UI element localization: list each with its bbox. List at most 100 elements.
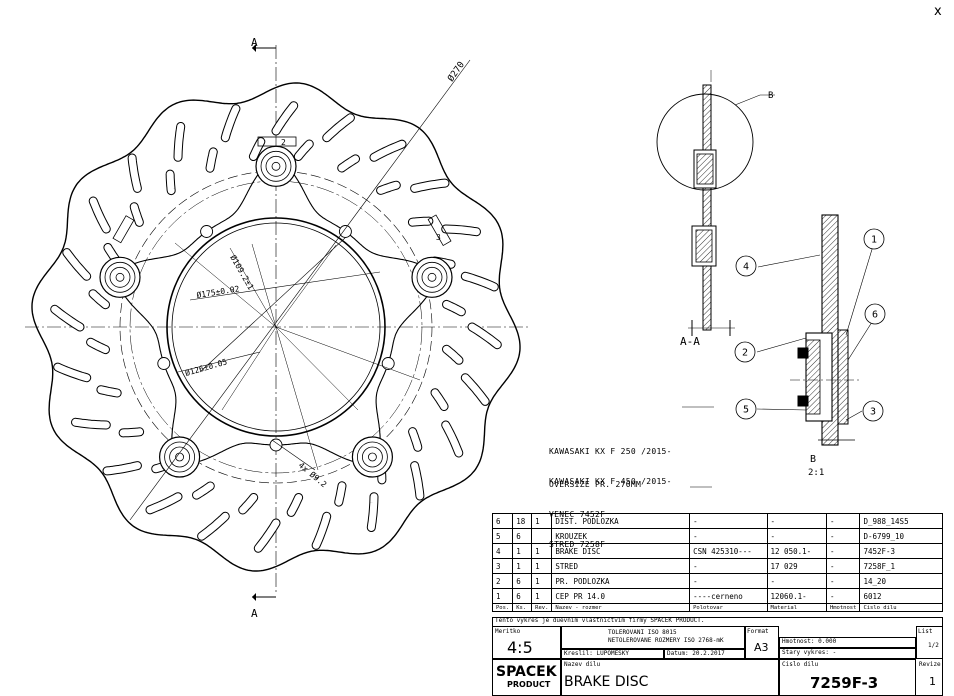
- mounting-hole: [381, 357, 395, 370]
- mounting-hole: [157, 357, 171, 370]
- bom-cell: 1: [512, 543, 533, 559]
- bom-cell: 1: [531, 588, 553, 604]
- section-view: [656, 70, 775, 336]
- balloon-label: 4: [743, 262, 749, 273]
- disc-slot: [338, 155, 359, 172]
- bom-cell: -: [766, 528, 827, 544]
- bom-cell: -: [825, 528, 861, 544]
- mounting-hole: [200, 225, 214, 238]
- drawn-by-cell: [561, 649, 664, 659]
- revision-label: Revize: [919, 661, 941, 668]
- disc-slot: [130, 203, 143, 226]
- bom-cell: 6: [512, 528, 533, 544]
- disc-slot: [254, 519, 280, 552]
- balloon-label: 5: [743, 405, 749, 416]
- company-subname: PRODUCT: [507, 680, 551, 689]
- header-qty: Ks.: [512, 603, 533, 612]
- bom-cell: BRAKE DISC: [551, 543, 691, 559]
- bom-cell: -: [825, 513, 861, 529]
- balloon-circle: [863, 228, 885, 250]
- date: Datum: 20.2.2017: [667, 650, 725, 657]
- disc-slot: [146, 493, 182, 514]
- balloon-circle: [864, 303, 886, 325]
- bom-cell: 6: [512, 588, 533, 604]
- sheet-value: 1/2: [928, 642, 939, 649]
- part-name: BRAKE DISC: [564, 674, 649, 690]
- bom-cell: 5: [491, 528, 514, 544]
- disc-slot: [174, 123, 185, 161]
- sheet-cell: [916, 626, 943, 659]
- bom-cell: -: [825, 558, 861, 574]
- bom-cell: -: [766, 573, 827, 589]
- drawn-by: Kreslil: LUPOMESKY: [564, 650, 630, 657]
- disc-slot: [431, 389, 448, 410]
- header-blank: Polotovar: [689, 603, 768, 612]
- scale-label: Meritko: [495, 628, 521, 635]
- float-button: [367, 452, 377, 462]
- bom-cell: -: [825, 543, 861, 559]
- header-material: Material: [766, 603, 827, 612]
- float-button: [271, 161, 281, 171]
- disc-slot: [370, 140, 406, 161]
- disc-slot: [97, 386, 121, 397]
- disc-slot: [166, 170, 175, 195]
- detail-ref-b: B: [768, 91, 773, 101]
- tolerance-2: NETOLEROVANE ROZMERY ISO 2768-mK: [608, 637, 724, 644]
- bom-header: Pos. Ks. Rev. Nazev - rozmer Polotovar M…: [491, 603, 943, 612]
- balloon-label: 1: [871, 235, 877, 246]
- disc-slot: [461, 272, 498, 291]
- header-name: Nazev - rozmer: [551, 603, 691, 612]
- disc-slot: [103, 462, 141, 475]
- bom-cell: 7258F_1: [859, 558, 943, 574]
- bom-cell: -: [825, 588, 861, 604]
- bom-cell: 2: [491, 573, 514, 589]
- tolerance-1: TOLEROVANI ISO 8015: [608, 629, 677, 636]
- header-rev: Rev.: [531, 603, 553, 612]
- disc-slot: [63, 249, 91, 280]
- disc-slot: [87, 338, 109, 354]
- hub-outer: [166, 217, 386, 437]
- bom-cell: [531, 528, 553, 544]
- disc-slot: [409, 428, 422, 451]
- dim-hub-diameter: Ø126±0.05: [184, 356, 229, 378]
- close-button[interactable]: x: [934, 4, 942, 19]
- bom-cell: 1: [512, 558, 533, 574]
- dim-line-bolt: [189, 271, 381, 301]
- disc-slot: [287, 494, 303, 516]
- disc-slot: [377, 181, 400, 194]
- balloon-circle: [862, 400, 884, 422]
- company-name: SPACEK: [496, 664, 557, 680]
- disc-slot: [119, 428, 144, 437]
- mass-cell: [779, 637, 916, 648]
- bom-cell: -: [825, 573, 861, 589]
- bom-cell: 1: [531, 573, 553, 589]
- disc-slot: [206, 148, 217, 172]
- mounting-hole: [338, 225, 352, 238]
- bom-cell: D-6799_10: [859, 528, 943, 544]
- date-cell: [664, 649, 745, 659]
- disc-slot: [272, 102, 298, 135]
- bom-cell: 4: [491, 543, 514, 559]
- bom-cell: -: [689, 513, 768, 529]
- bom-cell: 1: [531, 543, 553, 559]
- disc-slot: [408, 217, 433, 226]
- format-cell: [745, 626, 779, 659]
- balloon-label: 6: [872, 310, 878, 321]
- disc-slot: [221, 105, 240, 142]
- disc-slot: [294, 140, 313, 160]
- part-number-label: Cislo dilu: [782, 661, 819, 668]
- bom-cell: 7452F-3: [859, 543, 943, 559]
- bom-cell: STRED: [551, 558, 691, 574]
- bom-cell: CEP PR 14.0: [551, 588, 691, 604]
- disc-slot: [72, 418, 110, 429]
- header-mass: Hmotnost: [825, 603, 861, 612]
- note-model-1: KAWASAKI KX F 250 /2015-: [549, 447, 672, 456]
- bom-cell: -: [689, 528, 768, 544]
- bom-cell: CSN 425310---: [689, 543, 768, 559]
